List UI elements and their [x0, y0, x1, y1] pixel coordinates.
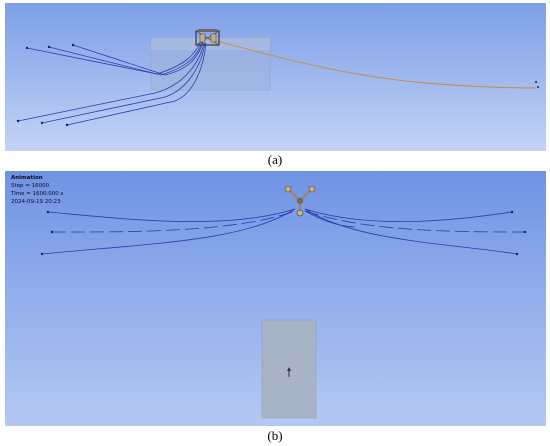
mooring-line [304, 208, 513, 222]
animation-time: Time = 1600.000 s [11, 191, 64, 197]
animation-date: 2024-09-19 20:23 [11, 199, 61, 205]
mooring-line [41, 42, 206, 124]
floating-platform [284, 185, 316, 217]
panel-b-view: Animation Step = 16000 Time = 1600.000 s… [5, 171, 546, 426]
caption-b: (b) [267, 428, 283, 443]
anchor-points [16, 43, 539, 127]
umbilical-cable [215, 40, 537, 89]
mooring-line [47, 208, 296, 223]
panel-b-scene [40, 185, 527, 419]
animation-step: Step = 16000 [11, 183, 50, 189]
mooring-lines [17, 40, 207, 126]
animation-title: Animation [11, 175, 43, 181]
mooring-line [304, 208, 518, 255]
mooring-line [41, 208, 296, 255]
arrow-icon [287, 367, 291, 371]
animation-overlay: Animation Step = 16000 Time = 1600.000 s… [11, 174, 63, 206]
mooring-line [66, 42, 207, 126]
floating-platform [195, 29, 220, 46]
mooring-line [72, 41, 204, 76]
mooring-line [17, 42, 205, 122]
mooring-line [304, 210, 356, 228]
panel-a-view [5, 3, 546, 151]
caption-a: (a) [267, 152, 283, 167]
anchor-points [40, 210, 527, 256]
mooring-lines [41, 208, 526, 255]
mooring-line [48, 41, 203, 76]
panel-a-scene [16, 29, 539, 127]
mooring-line [304, 210, 526, 233]
mooring-line [51, 210, 296, 233]
